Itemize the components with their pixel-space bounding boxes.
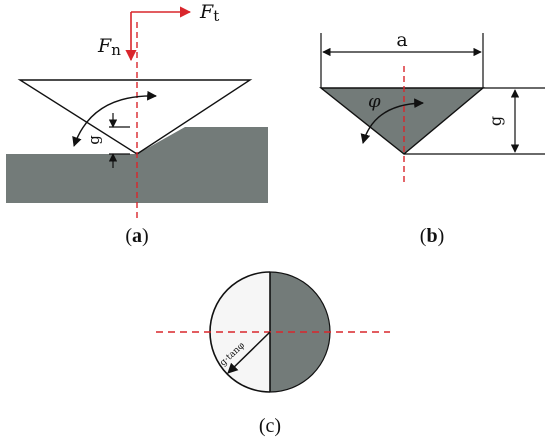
panel-c: g·tanφ (c)	[156, 271, 390, 437]
caption-a: (a)	[125, 225, 148, 247]
angle-arc-a	[72, 90, 157, 147]
width-label: a	[396, 29, 407, 51]
tangent-force-label: Ft	[199, 1, 219, 25]
panel-b: a φ g (b)	[318, 29, 545, 247]
angle-label-b: φ	[368, 91, 381, 112]
caption-c: (c)	[259, 415, 281, 437]
depth-label-b: g	[486, 116, 505, 126]
angle-arc-b	[360, 98, 424, 144]
normal-force-label: Fn	[97, 35, 121, 59]
groove-profile	[318, 87, 485, 155]
panel-a: Fn Ft g (a)	[6, 1, 268, 247]
depth-label-a: g	[85, 135, 103, 145]
radius-arrow	[227, 331, 271, 374]
caption-b: (b)	[420, 225, 444, 247]
